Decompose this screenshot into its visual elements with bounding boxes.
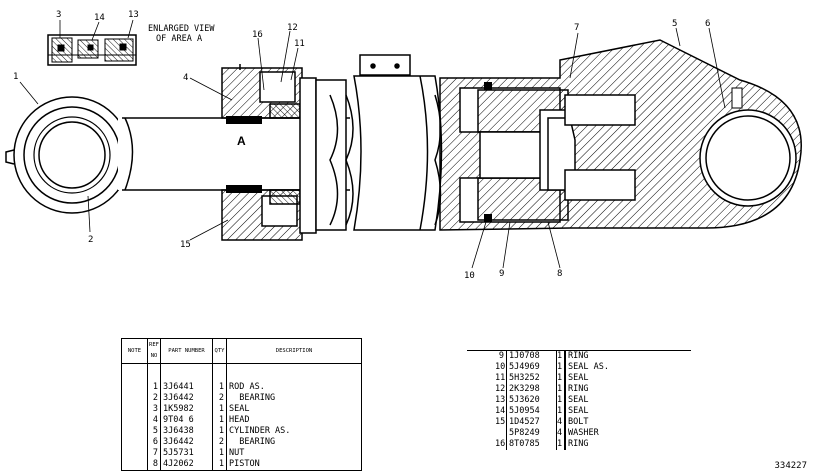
rod-eye [5,96,131,214]
drawing-number: 334227 [774,461,807,471]
callout-14: 14 [94,13,105,23]
callout-11: 11 [294,39,305,49]
table-spacer [122,364,361,382]
callout-5: 5 [672,19,677,29]
parts-table-left: NOTE REF NO PART NUMBER QTY DESCRIPTION … [121,338,362,471]
callout-8: 8 [557,269,562,279]
area-a-label: A [237,134,246,148]
callout-2: 2 [88,235,93,245]
callout-4: 4 [183,73,188,83]
header-ref-no: REF NO [148,339,161,363]
callout-15: 15 [180,240,191,250]
callout-12: 12 [287,23,298,33]
tube-break [329,54,443,231]
callout-16: 16 [252,30,263,40]
callout-7: 7 [574,23,579,33]
parts-table-header: NOTE REF NO PART NUMBER QTY DESCRIPTION [122,339,361,364]
header-note: NOTE [122,339,148,363]
callout-1: 1 [13,72,18,82]
enlarged-view-label-line2: OF AREA A [156,34,202,44]
enlarged-view-label-line1: ENLARGED VIEW [148,24,215,34]
callout-leaders [19,19,726,269]
callout-10: 10 [464,271,475,281]
header-part-number: PART NUMBER [161,339,213,363]
callout-6: 6 [705,19,710,29]
callout-9: 9 [499,269,504,279]
head-section [221,64,347,241]
header-description: DESCRIPTION [275,347,313,354]
header-qty: QTY [213,339,227,363]
callout-13: 13 [128,10,139,20]
cylinder-body [439,39,802,231]
callout-3: 3 [56,10,61,20]
